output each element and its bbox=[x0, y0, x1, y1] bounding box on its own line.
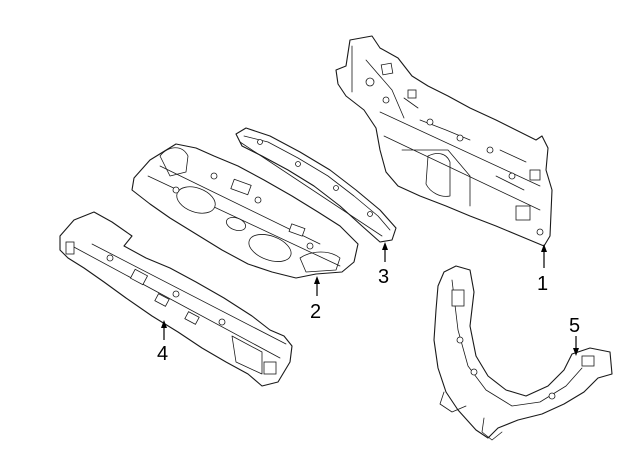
part-5-rear-frame-bracket bbox=[433, 265, 613, 441]
part-2-floor-panel bbox=[131, 143, 359, 279]
callout-5: 5 bbox=[569, 315, 580, 356]
callout-4: 4 bbox=[157, 320, 168, 365]
part-1-rear-panel bbox=[335, 35, 553, 247]
callout-label-5: 5 bbox=[569, 315, 580, 337]
callout-label-4: 4 bbox=[157, 343, 168, 365]
part-3-crossmember-beam bbox=[235, 127, 397, 243]
callout-1: 1 bbox=[537, 244, 548, 295]
callout-label-2: 2 bbox=[310, 301, 321, 323]
callout-label-3: 3 bbox=[378, 266, 389, 288]
callout-label-1: 1 bbox=[537, 273, 548, 295]
callout-2: 2 bbox=[310, 276, 321, 323]
part-4-rear-crossmember bbox=[59, 211, 293, 387]
callout-3: 3 bbox=[378, 242, 389, 288]
